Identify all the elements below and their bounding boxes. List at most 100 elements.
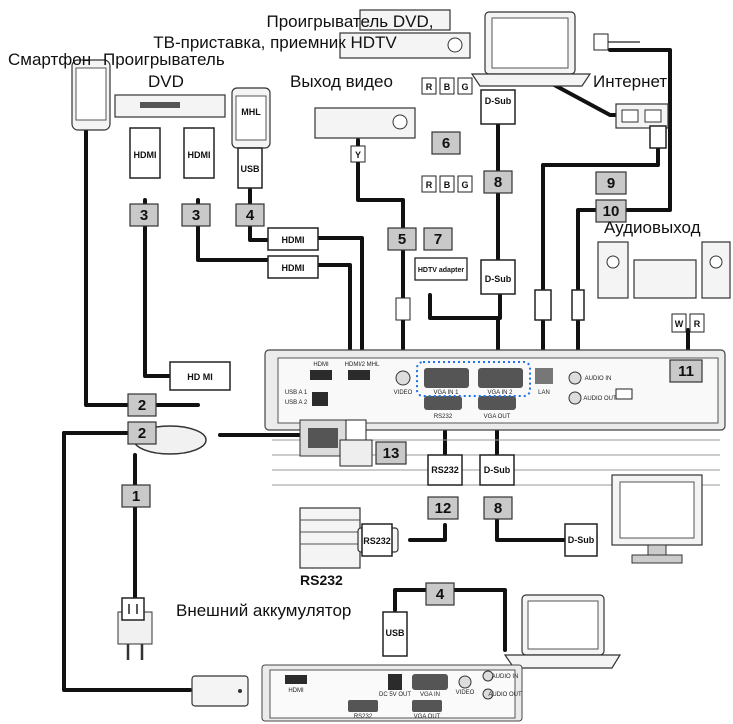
caption-external-battery: Внешний аккумулятор bbox=[176, 601, 352, 620]
connector-rs232-2-label: RS232 bbox=[363, 536, 391, 546]
badge-8b: 8 bbox=[483, 496, 513, 520]
connector-rs232-2: RS232 bbox=[361, 523, 393, 557]
connector-rca-wr: W R bbox=[615, 313, 705, 400]
connector-hdmi-3: HDMI bbox=[267, 227, 319, 251]
badge-8a: 8 bbox=[483, 170, 513, 194]
badge-11: 11 bbox=[669, 359, 703, 383]
badge-9: 9 bbox=[595, 171, 627, 195]
dvd-player-icon bbox=[114, 94, 226, 118]
panel-label-audio-in: AUDIO IN bbox=[585, 376, 612, 382]
badge-1-text: 1 bbox=[132, 488, 140, 505]
caption-video-out: Выход видео bbox=[290, 72, 393, 91]
caption-dvd-settop-line2: ТВ-приставка, приемник HDTV bbox=[153, 33, 397, 52]
connector-usb-bottom-label: USB bbox=[385, 628, 405, 638]
rca-g-top: G bbox=[461, 82, 468, 92]
speakers-icon bbox=[597, 241, 731, 299]
connector-rca-y: Y bbox=[350, 145, 411, 321]
panel2-label-vga-in: VGA IN bbox=[420, 692, 440, 698]
hdtv-adapter-label: HDTV adapter bbox=[418, 267, 465, 274]
projector-back-panel: HDMI HDMI/2 MHL USB A 1 USB A 2 VIDEO VG… bbox=[264, 349, 726, 486]
external-battery-icon bbox=[191, 675, 249, 707]
connector-rca-rbg-top: R B G bbox=[421, 77, 473, 95]
badge-4a-text: 4 bbox=[246, 207, 255, 224]
caption-rs232-device: RS232 bbox=[300, 572, 343, 588]
caption-audio-out: Аудиовыход bbox=[604, 218, 701, 237]
badge-3b: 3 bbox=[181, 203, 211, 227]
badge-12-text: 12 bbox=[435, 500, 452, 517]
connector-hdmi-big-label: HD MI bbox=[187, 372, 213, 382]
badge-3b-text: 3 bbox=[192, 207, 200, 224]
connector-hdmi-2-label: HDMI bbox=[188, 150, 211, 160]
connector-rca-rbg-bottom: R B G bbox=[421, 175, 473, 193]
badge-8a-text: 8 bbox=[494, 174, 502, 191]
connector-mhl-label: MHL bbox=[241, 107, 261, 117]
rca-b-top: B bbox=[444, 82, 451, 92]
rca-r-top: R bbox=[426, 82, 433, 92]
badge-10: 10 bbox=[595, 199, 627, 223]
connector-rs232-1: RS232 bbox=[427, 454, 463, 486]
panel-label-video: VIDEO bbox=[394, 390, 413, 396]
caption-dvd-player-line2: DVD bbox=[148, 72, 184, 91]
wall-outlet-icon bbox=[121, 597, 145, 621]
connector-dsub-3-label: D-Sub bbox=[484, 465, 511, 475]
badge-13-text: 13 bbox=[383, 445, 400, 462]
connector-rs232-1-label: RS232 bbox=[431, 465, 459, 475]
connector-usb-mhl: USB MHL bbox=[237, 107, 263, 189]
panel-label-vga-in1: VGA IN 1 bbox=[433, 390, 459, 396]
rca-y: Y bbox=[355, 150, 361, 160]
panel-label-rs232: RS232 bbox=[434, 414, 453, 420]
panel-label-vga-in2: VGA IN 2 bbox=[487, 390, 513, 396]
power-cord-plug-icon bbox=[117, 425, 207, 660]
badge-2a: 2 bbox=[127, 393, 157, 417]
badge-5: 5 bbox=[387, 227, 417, 251]
rca-b-bottom: B bbox=[444, 180, 451, 190]
connector-hdmi-1: HDMI bbox=[129, 127, 161, 179]
panel2-label-rs232: RS232 bbox=[354, 714, 373, 720]
rca-r-audio: R bbox=[694, 319, 701, 329]
panel2-label-audio-out: AUDIO OUT bbox=[488, 692, 522, 698]
badge-13: 13 bbox=[375, 441, 407, 465]
badge-4b: 4 bbox=[425, 582, 455, 606]
connector-dsub-2: D-Sub bbox=[480, 259, 516, 295]
badge-5-text: 5 bbox=[398, 231, 406, 248]
caption-internet: Интернет bbox=[593, 72, 668, 91]
rca-g-bottom: G bbox=[461, 180, 468, 190]
badge-2b-text: 2 bbox=[138, 425, 146, 442]
badge-11-text: 11 bbox=[678, 363, 694, 380]
badge-8b-text: 8 bbox=[494, 500, 502, 517]
power-socket-icon bbox=[299, 419, 347, 457]
badge-2b: 2 bbox=[127, 421, 157, 445]
connector-audio-jack bbox=[571, 33, 609, 321]
laptop-icon bbox=[470, 11, 592, 87]
badge-12: 12 bbox=[427, 496, 459, 520]
badge-7-text: 7 bbox=[434, 231, 442, 248]
connector-usb-mhl-label: USB bbox=[240, 164, 260, 174]
connector-hdmi-1-label: HDMI bbox=[134, 150, 157, 160]
badge-2a-text: 2 bbox=[138, 397, 146, 414]
rca-r-bottom: R bbox=[426, 180, 433, 190]
panel2-label-dc5v: DC 5V OUT bbox=[379, 692, 411, 698]
caption-dvd-settop-line1: Проигрыватель DVD, bbox=[266, 12, 434, 31]
caption-smartphone: Смартфон bbox=[8, 50, 92, 69]
bottom-panel: HDMI DC 5V OUT VGA IN VIDEO AUDIO IN AUD… bbox=[261, 664, 523, 722]
badge-1: 1 bbox=[121, 484, 151, 508]
badge-6: 6 bbox=[431, 131, 461, 155]
connector-hdmi-2: HDMI bbox=[183, 127, 215, 179]
network-jack-icon bbox=[615, 103, 669, 129]
connector-dsub-2-label: D-Sub bbox=[485, 274, 512, 284]
panel2-label-video: VIDEO bbox=[456, 690, 475, 696]
connector-dsub-4: D-Sub bbox=[564, 523, 598, 557]
badge-3a-text: 3 bbox=[140, 207, 148, 224]
badge-4a: 4 bbox=[235, 203, 265, 227]
smartphone-icon bbox=[71, 59, 111, 131]
connector-dsub-1: D-Sub bbox=[480, 89, 516, 125]
dvd-settop-icon bbox=[339, 9, 471, 59]
badge-10-text: 10 bbox=[603, 203, 620, 220]
rca-w: W bbox=[675, 319, 684, 329]
connector-dsub-3: D-Sub bbox=[479, 454, 515, 486]
panel2-label-hdmi: HDMI bbox=[288, 688, 304, 694]
badge-9-text: 9 bbox=[607, 175, 615, 192]
badge-6-text: 6 bbox=[442, 135, 450, 152]
badge-4b-text: 4 bbox=[436, 586, 445, 603]
